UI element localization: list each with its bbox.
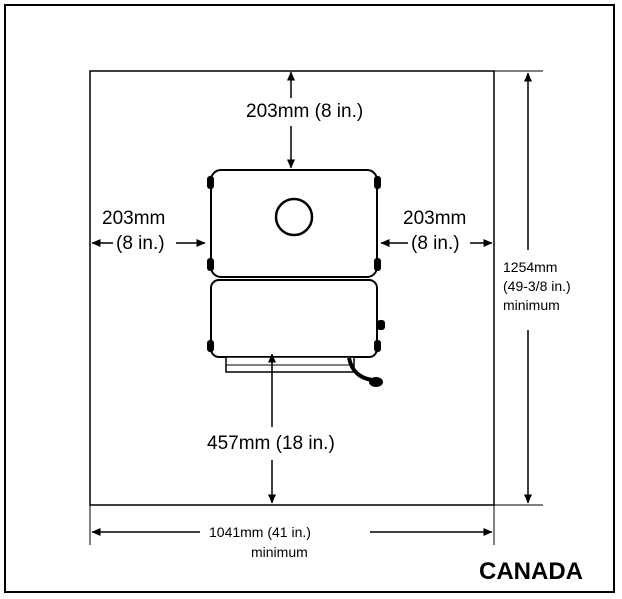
height-label-line3: minimum (501, 297, 562, 313)
region-label: CANADA (479, 558, 583, 585)
height-label-line2: (49-3/8 in.) (501, 278, 573, 294)
clearance-area (89, 70, 495, 506)
width-label-line2: minimum (251, 544, 308, 560)
width-label-line1: 1041mm (41 in.) (209, 524, 311, 540)
left-clearance-mm-label: 203mm (102, 208, 166, 229)
front-clearance-label: 457mm (18 in.) (205, 433, 337, 454)
right-clearance-mm-label: 203mm (403, 208, 467, 229)
left-clearance-in-label: (8 in.) (116, 233, 165, 254)
top-clearance-label: 203mm (8 in.) (244, 101, 366, 122)
right-clearance-in-label: (8 in.) (411, 233, 460, 254)
appliance-drawing (207, 169, 385, 387)
outer-frame (4, 4, 615, 593)
height-label-line1: 1254mm (501, 259, 560, 275)
